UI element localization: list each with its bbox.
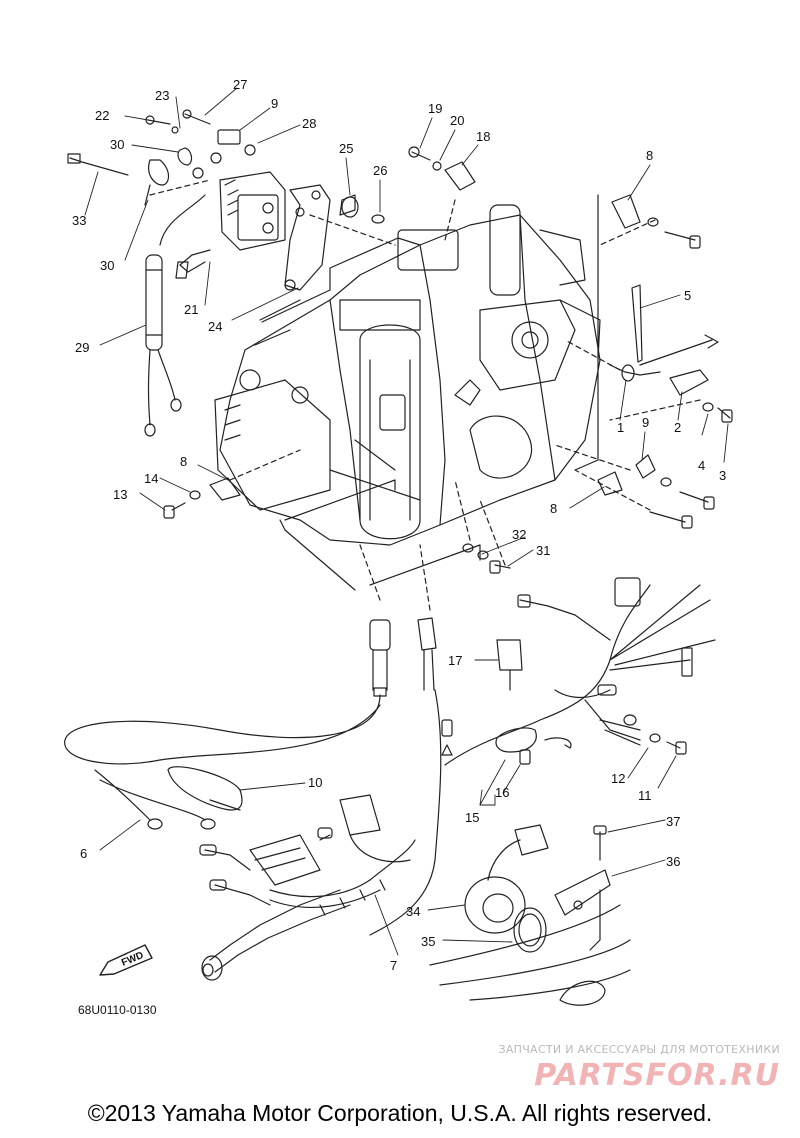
engine-block	[214, 204, 601, 546]
callout-5: 5	[684, 288, 691, 303]
callout-8a: 8	[646, 148, 653, 163]
callout-16: 16	[495, 785, 509, 800]
callout-8b: 8	[180, 454, 187, 469]
callout-15: 15	[465, 810, 479, 825]
callout-6: 6	[80, 846, 87, 861]
callout-29: 29	[75, 340, 89, 355]
fwd-arrow-icon: FWD	[99, 944, 153, 976]
callout-33: 33	[72, 213, 86, 228]
callout-35: 35	[421, 934, 435, 949]
watermark: ЗАПЧАСТИ И АКСЕССУАРЫ ДЛЯ МОТОТЕХНИКИ PA…	[498, 1043, 780, 1093]
callout-25: 25	[339, 141, 353, 156]
callout-30b: 30	[100, 258, 114, 273]
callout-22: 22	[95, 108, 109, 123]
callout-23: 23	[155, 88, 169, 103]
callout-32: 32	[512, 527, 526, 542]
callout-24: 24	[208, 319, 222, 334]
callout-30a: 30	[110, 137, 124, 152]
callout-12: 12	[611, 771, 625, 786]
callout-7: 7	[390, 958, 397, 973]
part-callouts: 1 2 3 4 5 6 7 8 8 8 9 9 10 11 12 13 14 1…	[72, 77, 726, 1017]
callout-14: 14	[144, 471, 158, 486]
callout-36: 36	[666, 854, 680, 869]
watermark-logo: PARTSFOR.RU	[534, 1058, 780, 1093]
callout-leaders	[84, 87, 729, 956]
callout-9a: 9	[271, 96, 278, 111]
callout-28: 28	[302, 116, 316, 131]
group-frames	[261, 194, 599, 591]
right-brackets	[163, 194, 733, 574]
callout-4: 4	[698, 458, 705, 473]
callout-17: 17	[448, 653, 462, 668]
watermark-tagline: ЗАПЧАСТИ И АКСЕССУАРЫ ДЛЯ МОТОТЕХНИКИ	[498, 1043, 780, 1056]
callout-37: 37	[666, 814, 680, 829]
callout-31: 31	[536, 543, 550, 558]
callout-26: 26	[373, 163, 387, 178]
wire-harness	[64, 577, 716, 981]
exploded-leader-lines	[149, 179, 701, 611]
callout-27: 27	[233, 77, 247, 92]
callout-18: 18	[476, 129, 490, 144]
callout-13: 13	[113, 487, 127, 502]
copyright-notice: ©2013 Yamaha Motor Corporation, U.S.A. A…	[87, 1100, 713, 1126]
callout-2: 2	[674, 420, 681, 435]
callout-20: 20	[450, 113, 464, 128]
callout-21: 21	[184, 302, 198, 317]
callout-19: 19	[428, 101, 442, 116]
callout-1: 1	[617, 420, 624, 435]
callout-34: 34	[406, 904, 420, 919]
grommet-assembly	[429, 824, 631, 1006]
callout-11: 11	[638, 788, 652, 803]
callout-8c: 8	[550, 501, 557, 516]
ignition-coil-assembly	[67, 109, 476, 437]
callout-9b: 9	[642, 415, 649, 430]
diagram-code: 68U0110-0130	[78, 1003, 157, 1017]
callout-10: 10	[308, 775, 322, 790]
callout-3: 3	[719, 468, 726, 483]
